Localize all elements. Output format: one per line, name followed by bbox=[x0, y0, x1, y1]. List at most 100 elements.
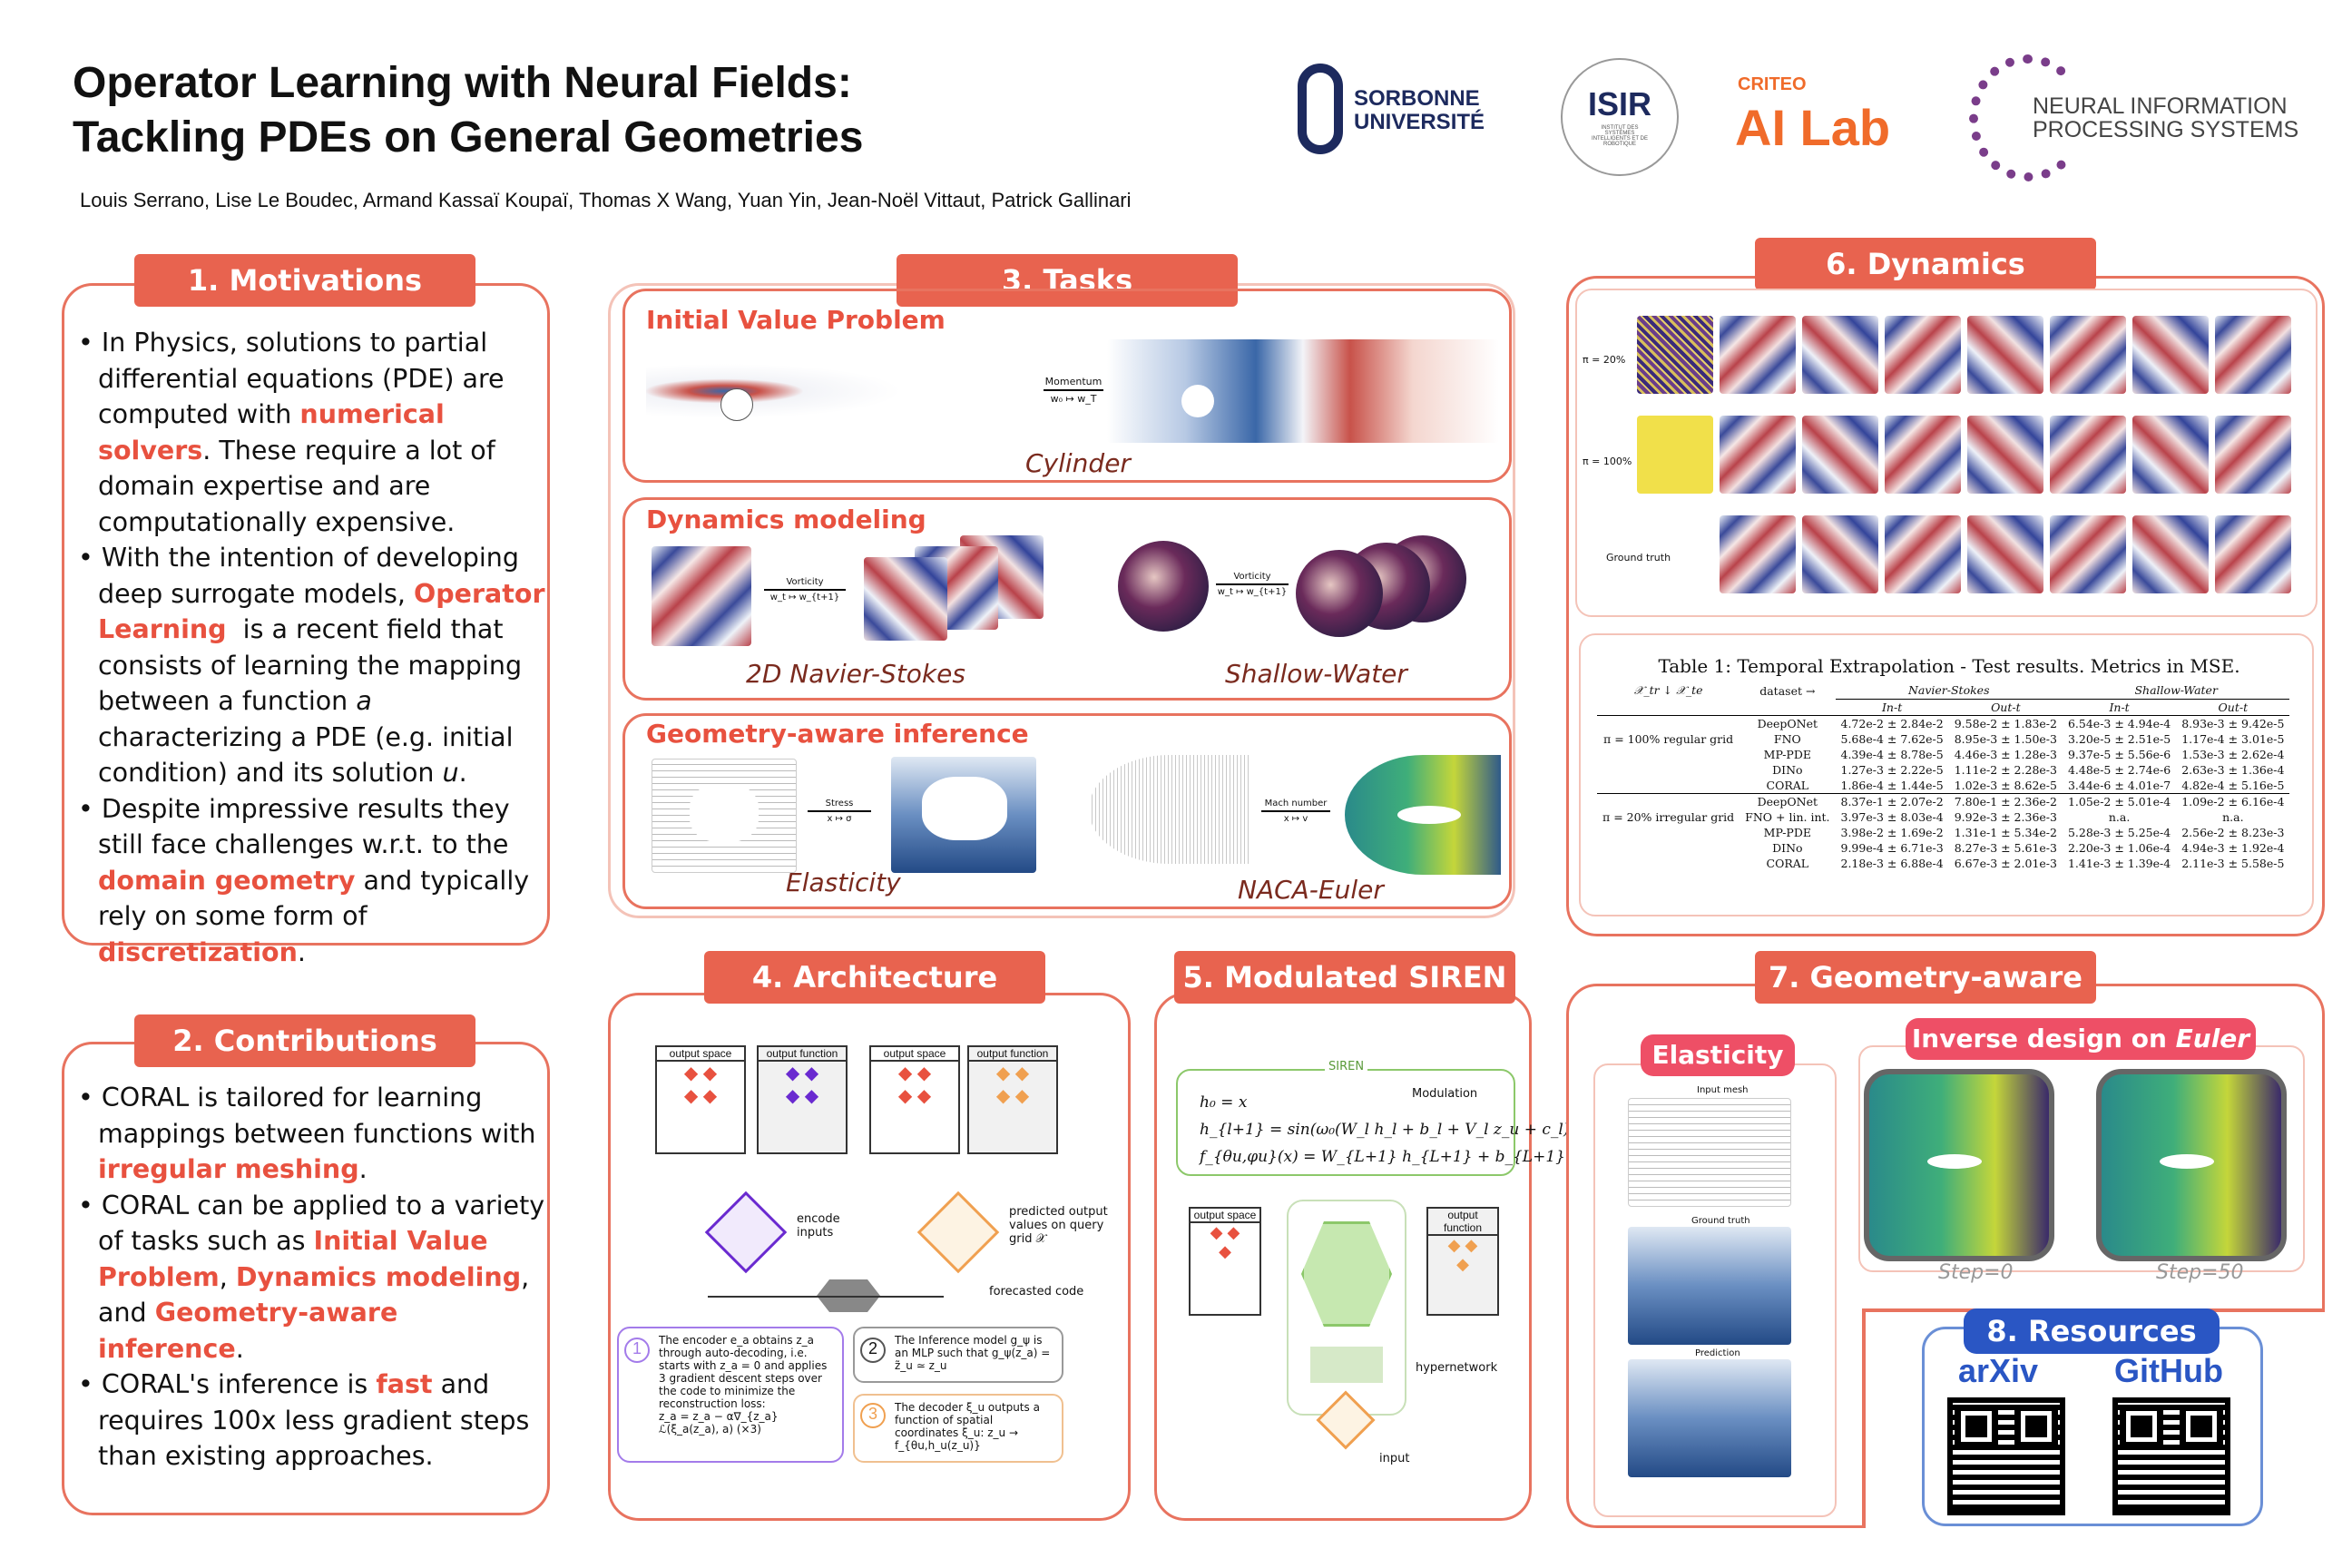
note-inference: The Inference model g_ψ is an MLP such t… bbox=[853, 1327, 1063, 1383]
prediction-image bbox=[1628, 1359, 1791, 1477]
table-title: Table 1: Temporal Extrapolation - Test r… bbox=[1658, 655, 2240, 677]
mach-label: Mach number bbox=[1264, 799, 1328, 808]
table-cell: 9.58e-2 ± 1.83e-2 bbox=[1954, 716, 2057, 730]
dynamics-subpanel bbox=[622, 497, 1512, 701]
table-cell: 9.92e-3 ± 2.36e-3 bbox=[1954, 809, 2057, 824]
elasticity-mesh-image bbox=[652, 759, 797, 873]
ivp-subpanel bbox=[622, 289, 1512, 483]
group-label bbox=[1597, 715, 1740, 731]
table-cell: 1.27e-3 ± 2.22e-5 bbox=[1840, 762, 1944, 777]
ground-truth-image bbox=[1628, 1227, 1791, 1345]
naca-caption: NACA-Euler bbox=[1238, 875, 1384, 905]
dynamics-frame bbox=[1967, 416, 2043, 494]
motivation-item: In Physics, solutions to partial differe… bbox=[78, 325, 550, 540]
neurips-logo-icon bbox=[1969, 54, 2087, 181]
table-cell: 9.37e-5 ± 5.56e-6 bbox=[2067, 747, 2171, 761]
github-link[interactable]: GitHub bbox=[2114, 1352, 2223, 1389]
table-cell: 2.20e-3 ± 1.06e-4 bbox=[2067, 840, 2171, 855]
dynamics-frame bbox=[1802, 515, 1878, 593]
vort-map-2: w_t ↦ w_{t+1} bbox=[1217, 587, 1288, 597]
arxiv-link[interactable]: arXiv bbox=[1958, 1352, 2039, 1389]
label: output space bbox=[1191, 1209, 1259, 1223]
poster-title: Operator Learning with Neural Fields: Ta… bbox=[73, 56, 863, 165]
points-icon: ◆ ◆◆ ◆ bbox=[683, 1063, 718, 1106]
elasticity-caption: Elasticity bbox=[786, 867, 901, 897]
github-qr-code[interactable] bbox=[2112, 1397, 2230, 1515]
table-cell: 1.11e-2 ± 2.28e-3 bbox=[1954, 762, 2057, 777]
group-label bbox=[1597, 856, 1740, 871]
step0-caption: Step=0 bbox=[1938, 1261, 2014, 1284]
airfoil-50 bbox=[2160, 1154, 2214, 1169]
arxiv-qr-code[interactable] bbox=[1947, 1397, 2065, 1515]
siren-label: SIREN bbox=[1325, 1060, 1368, 1073]
note-3: The decoder ξ_u outputs a function of sp… bbox=[895, 1401, 1040, 1452]
predicted-label: predicted output values on query grid 𝒳 bbox=[1009, 1205, 1108, 1246]
group-label: π = 20% irregular grid bbox=[1602, 809, 1735, 824]
dynamics-header: 6. Dynamics Modeling bbox=[1755, 238, 2096, 334]
group-label bbox=[1597, 762, 1740, 778]
siren-output-space: output space◆ ◆◆ bbox=[1189, 1207, 1261, 1316]
geometry-header: 7. Geometry-aware bbox=[1755, 951, 2096, 1004]
modulation-label: Modulation bbox=[1412, 1087, 1478, 1101]
temporal-table-card: Table 1: Temporal Extrapolation - Test r… bbox=[1579, 633, 2314, 916]
table-corner: 𝒳_tr ↓ 𝒳_te bbox=[1633, 683, 1703, 697]
dynamics-frame bbox=[1637, 316, 1713, 394]
table-sw: Shallow-Water bbox=[2062, 682, 2290, 700]
authors: Louis Serrano, Lise Le Boudec, Armand Ka… bbox=[80, 189, 1132, 211]
title-line-1: Operator Learning with Neural Fields: bbox=[73, 59, 852, 107]
input-label: input bbox=[1379, 1452, 1410, 1465]
step50-caption: Step=50 bbox=[2156, 1261, 2244, 1284]
table-cell: 1.09e-2 ± 6.16e-4 bbox=[2181, 794, 2285, 808]
architecture-header: 4. Architecture bbox=[704, 951, 1045, 1004]
table-cell: 8.27e-3 ± 5.61e-3 bbox=[1954, 840, 2057, 855]
table-cell: 2.63e-3 ± 1.36e-4 bbox=[2181, 762, 2285, 777]
motivations-header: 1. Motivations bbox=[134, 254, 475, 307]
eq-3: f_{θu,φu}(x) = W_{L+1} h_{L+1} + b_{L+1} bbox=[1200, 1148, 1565, 1166]
group-label bbox=[1597, 793, 1740, 809]
dynamics-frame bbox=[1885, 515, 1961, 593]
table-cell: n.a. bbox=[2222, 809, 2244, 824]
table-cell: n.a. bbox=[2108, 809, 2131, 824]
inverse-design-header: Inverse design on Euler bbox=[1906, 1018, 2256, 1060]
title-line-2: Tackling PDEs on General Geometries bbox=[73, 113, 864, 162]
arch-output-space-u: output space◆ ◆◆ ◆ bbox=[869, 1045, 960, 1154]
arch-output-space-a: output space◆ ◆◆ ◆ bbox=[655, 1045, 746, 1154]
resources-header: 8. Resources bbox=[1964, 1308, 2220, 1354]
geometry-title: Geometry-aware inference bbox=[646, 719, 1029, 749]
points-icon: ◆ ◆◆ bbox=[1447, 1236, 1478, 1273]
gt-label: Ground truth bbox=[1691, 1216, 1750, 1226]
dynamics-frame bbox=[1720, 316, 1796, 394]
table-cell: MP-PDE bbox=[1763, 825, 1811, 839]
tasks-header: 3. Tasks bbox=[897, 254, 1238, 307]
mesh-label: Input mesh bbox=[1697, 1085, 1749, 1095]
table-cell: 1.05e-2 ± 5.01e-4 bbox=[2067, 794, 2171, 808]
th-out: Out-t bbox=[1991, 700, 2021, 714]
arrow-icon bbox=[808, 810, 871, 812]
arrow-icon bbox=[1261, 810, 1330, 812]
pred-label: Prediction bbox=[1695, 1348, 1740, 1358]
ivp-title: Initial Value Problem bbox=[646, 305, 946, 335]
neurips-text-1: NEURAL INFORMATION bbox=[2033, 93, 2288, 119]
table-cell: 4.39e-4 ± 8.78e-5 bbox=[1840, 747, 1944, 761]
naca-mesh-image bbox=[1089, 755, 1250, 864]
table-cell: 5.28e-3 ± 5.25e-4 bbox=[2067, 825, 2171, 839]
table-cell: 1.02e-3 ± 8.62e-5 bbox=[1954, 778, 2057, 792]
table-cell: 3.20e-5 ± 2.51e-5 bbox=[2067, 731, 2171, 746]
dynamics-frame bbox=[1802, 416, 1878, 494]
dynamics-frame bbox=[2050, 316, 2126, 394]
table-cell: 3.44e-6 ± 4.01e-7 bbox=[2067, 778, 2171, 792]
note-1b: z_a = z_a − α∇_{z_a} ℒ(ξ_a(z_a), a) (×3) bbox=[659, 1410, 779, 1436]
dynamics-frame bbox=[2132, 316, 2209, 394]
dynamics-frame bbox=[1967, 316, 2043, 394]
eq-2: h_{l+1} = sin(ω₀(W_l h_l + b_l + V_l z_u… bbox=[1200, 1121, 1576, 1139]
motivation-item: With the intention of developing deep su… bbox=[78, 540, 550, 791]
motivations-list: In Physics, solutions to partial differe… bbox=[78, 325, 550, 970]
arch-input-function: output function◆ ◆◆ ◆ bbox=[757, 1045, 848, 1154]
dynamics-frame bbox=[1720, 416, 1796, 494]
